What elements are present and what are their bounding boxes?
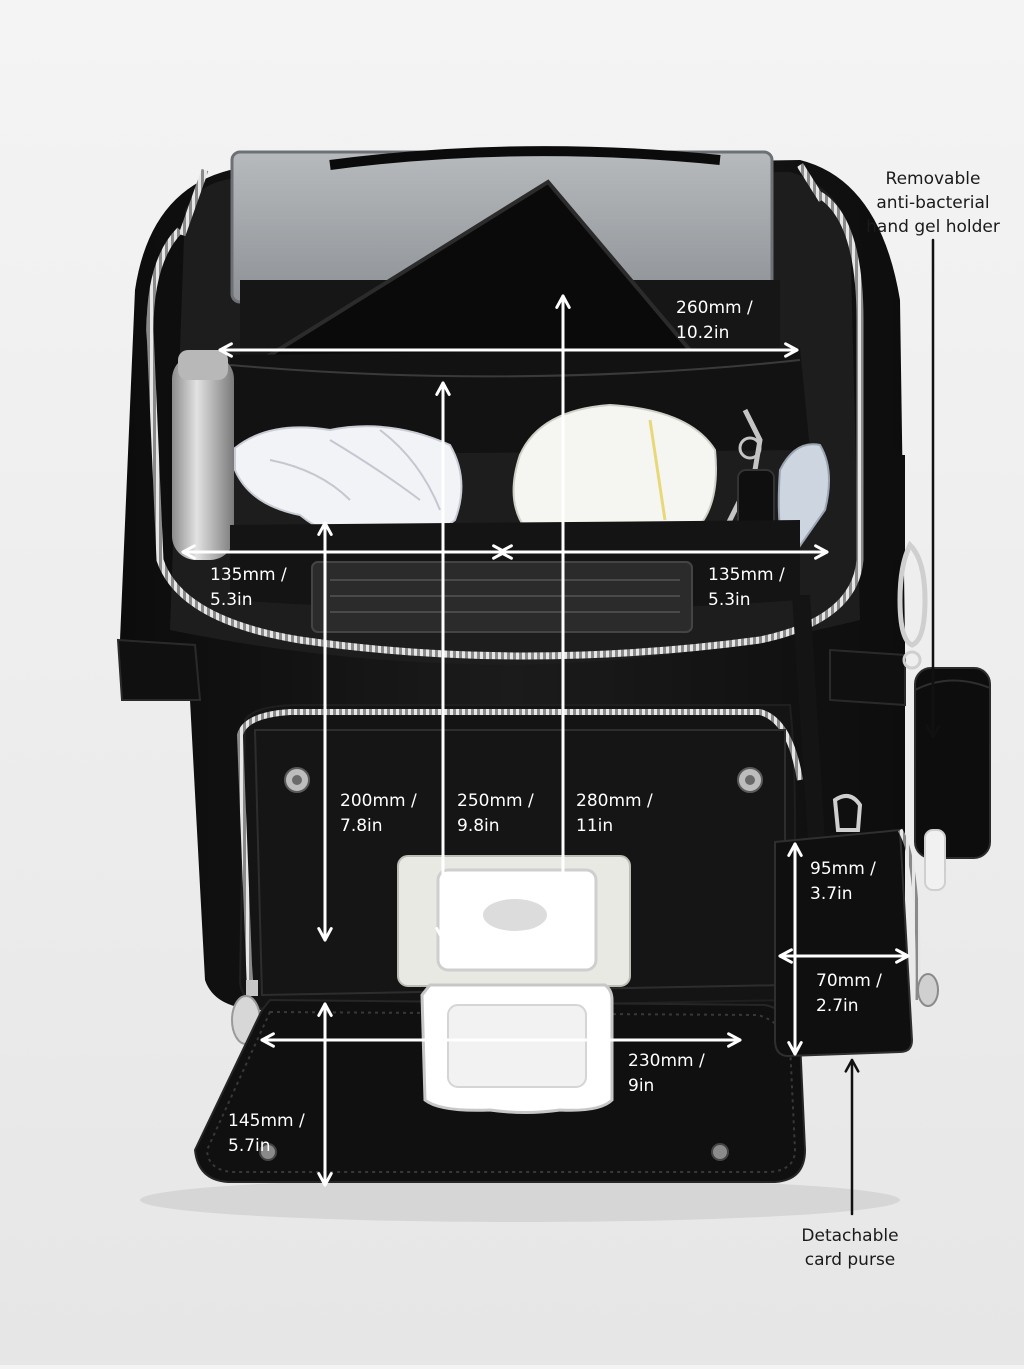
dimension-arrow-height-outer: [555, 294, 571, 942]
dimension-arrow-height-inner: [435, 381, 451, 942]
left-side-pocket: [116, 638, 202, 701]
callout-arrow-card-purse: [844, 1058, 860, 1216]
dim-value-in: 2.7in: [816, 996, 859, 1016]
callout-line-1: Detachable: [801, 1226, 899, 1246]
callout-line-1: Removable: [885, 169, 981, 189]
flap-snap: [259, 1143, 277, 1161]
callout-card-purse: Detachable card purse: [780, 1224, 920, 1272]
dim-value-in: 9in: [628, 1076, 655, 1096]
dimension-arrow-height-front: [317, 521, 333, 942]
dim-value-mm: 70mm /: [816, 971, 882, 991]
dim-value-mm: 145mm /: [228, 1111, 305, 1131]
dimension-arrow-width-top: [218, 342, 799, 358]
callout-gel-holder: Removable anti-bacterial hand gel holder: [858, 167, 1008, 239]
dim-value-mm: 230mm /: [628, 1051, 705, 1071]
dim-value-mm: 135mm /: [708, 565, 785, 585]
dim-value-in: 3.7in: [810, 884, 853, 904]
dim-value-mm: 135mm /: [210, 565, 287, 585]
carabiner-clip: [897, 540, 928, 648]
dim-value-in: 11in: [576, 816, 614, 836]
dim-label-height-front: 200mm / 7.8in: [340, 789, 417, 839]
card-purse-ring: [832, 794, 863, 832]
dim-value-in: 9.8in: [457, 816, 500, 836]
callout-line-2: card purse: [804, 1250, 896, 1270]
callout-line-2: anti-bacterial: [876, 193, 990, 213]
dim-value-mm: 95mm /: [810, 859, 876, 879]
dimension-arrow-pocket-right: [498, 544, 829, 560]
dimension-arrow-flap-width: [260, 1032, 742, 1048]
callout-line-3: hand gel holder: [866, 217, 1000, 237]
dimension-arrow-purse-width: [778, 948, 910, 964]
water-bottle: [172, 355, 234, 560]
bag-shadow: [140, 1178, 900, 1222]
dim-label-height-inner: 250mm / 9.8in: [457, 789, 534, 839]
dim-value-mm: 200mm /: [340, 791, 417, 811]
dim-value-in: 5.3in: [708, 590, 751, 610]
dim-label-flap-height: 145mm / 5.7in: [228, 1109, 305, 1159]
dim-value-mm: 280mm /: [576, 791, 653, 811]
card-purse: [774, 828, 914, 1058]
dim-value-in: 5.3in: [210, 590, 253, 610]
organiser-pocket-edge: [229, 359, 801, 378]
dim-label-pocket-left: 135mm / 5.3in: [210, 563, 287, 613]
dim-value-in: 7.8in: [340, 816, 383, 836]
dimension-arrow-purse-height: [787, 842, 803, 1056]
dim-label-flap-width: 230mm / 9in: [628, 1049, 705, 1099]
top-handle: [329, 146, 721, 170]
dim-value-in: 5.7in: [228, 1136, 271, 1156]
dim-value-mm: 260mm /: [676, 298, 753, 318]
magnetic-snap-icon: [284, 767, 310, 793]
right-side-pocket: [829, 648, 906, 707]
dim-value-in: 10.2in: [676, 323, 730, 343]
dimension-arrow-flap-height: [317, 1002, 333, 1187]
main-zipper: [146, 192, 864, 660]
flap-snap: [711, 1143, 729, 1161]
dim-label-pocket-right: 135mm / 5.3in: [708, 563, 785, 613]
magnetic-snap-icon: [737, 767, 763, 793]
dim-label-purse-width: 70mm / 2.7in: [816, 969, 882, 1019]
dim-value-mm: 250mm /: [457, 791, 534, 811]
front-pocket-zipper: [236, 709, 803, 991]
gel-holder: [914, 667, 991, 859]
dim-label-width-top: 260mm / 10.2in: [676, 296, 753, 346]
card-purse-strap: [792, 595, 825, 840]
dim-label-purse-height: 95mm / 3.7in: [810, 857, 876, 907]
callout-arrow-gel-holder: [925, 238, 941, 739]
side-strap: [892, 455, 905, 560]
dim-label-height-outer: 280mm / 11in: [576, 789, 653, 839]
muslin-cloth: [234, 425, 463, 547]
